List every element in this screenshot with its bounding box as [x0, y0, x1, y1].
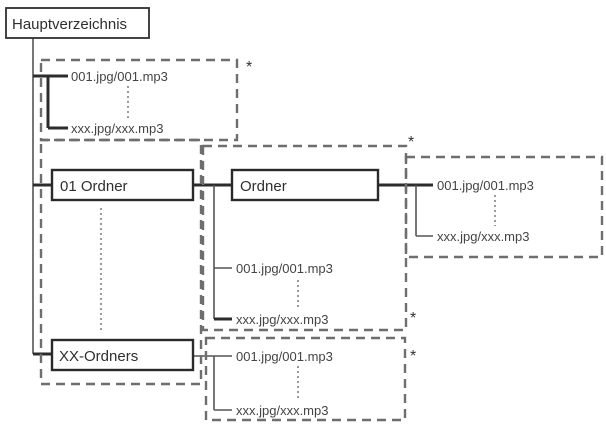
- marker-root-files: *: [246, 59, 252, 76]
- root-label: Hauptverzeichnis: [12, 16, 127, 33]
- root-files-frame: [39, 58, 239, 142]
- folder01-box: [50, 168, 195, 202]
- folder-node-01: 01 Ordner: [50, 168, 195, 202]
- marker-folderxx-files: *: [410, 348, 416, 365]
- folderxx-file-first: 001.jpg/001.mp3: [236, 349, 333, 364]
- folder-node-xx: XX-Ordners: [50, 338, 195, 372]
- marker-folder01-files: *: [410, 310, 416, 327]
- folders-frame: [39, 138, 203, 386]
- folder01-file-first: 001.jpg/001.mp3: [236, 261, 333, 276]
- tree-connectors: [32, 38, 433, 411]
- root-box: [5, 7, 150, 39]
- group-frames: [39, 58, 604, 422]
- subfolder-file-first: 001.jpg/001.mp3: [437, 178, 534, 193]
- subfolder-frame: [201, 144, 408, 332]
- root-file-first: 001.jpg/001.mp3: [71, 69, 168, 84]
- marker-subfolder-files: *: [408, 134, 414, 151]
- subfolder-box: [230, 168, 380, 202]
- file-labels: 001.jpg/001.mp3 xxx.jpg/xxx.mp3 001.jpg/…: [71, 69, 534, 418]
- folderxx-files-frame: [204, 336, 407, 422]
- folderxx-file-last: xxx.jpg/xxx.mp3: [236, 403, 328, 418]
- subfolder-label: Ordner: [240, 178, 287, 195]
- folderxx-label: XX-Ordners: [59, 348, 138, 365]
- root-node: Hauptverzeichnis: [5, 7, 150, 39]
- asterisk-markers: * * * *: [246, 59, 416, 365]
- ellipsis-dots: [100, 86, 496, 398]
- folder-node-sub: Ordner: [230, 168, 380, 202]
- root-file-last: xxx.jpg/xxx.mp3: [71, 121, 163, 136]
- subfolder-file-last: xxx.jpg/xxx.mp3: [437, 229, 529, 244]
- folder01-file-last: xxx.jpg/xxx.mp3: [236, 312, 328, 327]
- subfolder-files-frame: [404, 155, 604, 259]
- folderxx-box: [50, 338, 195, 372]
- folder01-label: 01 Ordner: [60, 178, 128, 195]
